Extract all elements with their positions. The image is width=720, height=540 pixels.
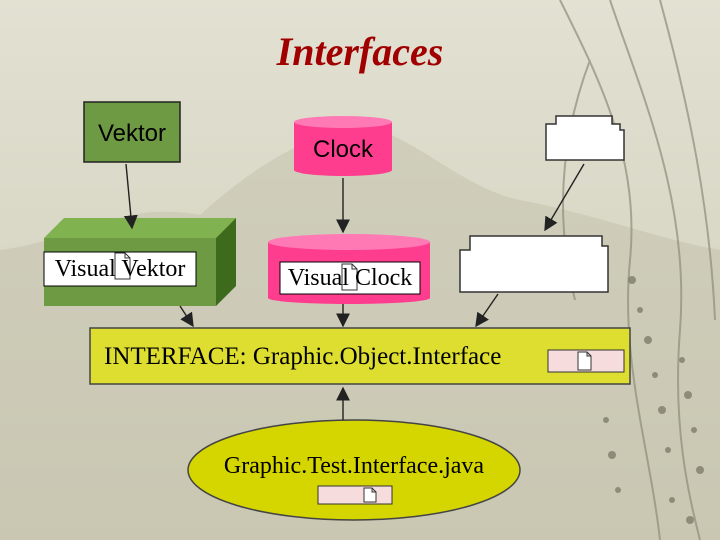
vektor-label: Vektor <box>97 120 167 147</box>
clock-cylinder-base <box>294 164 392 176</box>
test-ellipse <box>187 419 521 521</box>
arrow-middle-right-to-interface <box>475 293 499 328</box>
arrow-top-right-to-middle-right <box>544 163 585 232</box>
test-document-icon <box>363 487 377 503</box>
clock-cylinder-body <box>294 122 392 170</box>
test-label: Graphic.Test.Interface.java <box>223 453 485 479</box>
blank-component-middle-right <box>459 235 609 293</box>
clock-label: Clock <box>312 136 373 163</box>
interface-document-icon <box>577 351 592 371</box>
blank-component-top-right <box>545 115 625 161</box>
arrow-visual-vektor-to-interface <box>179 305 194 328</box>
vektor-box <box>83 101 181 163</box>
interface-box <box>89 327 631 385</box>
visual-vektor-box-top <box>44 218 236 238</box>
slide-title: Interfaces <box>276 29 444 74</box>
background-willow-buds <box>603 276 704 524</box>
visual-clock-document-icon <box>341 263 358 291</box>
visual-vektor-box-side <box>216 218 236 306</box>
visual-vektor-document-icon <box>114 252 131 280</box>
clock-cylinder-top <box>294 116 392 128</box>
test-file-box <box>317 485 393 505</box>
visual-clock-label: Visual Clock <box>287 265 413 291</box>
visual-vektor-label: Visual Vektor <box>54 256 186 282</box>
interface-label: INTERFACE: Graphic.Object.Interface <box>104 343 502 370</box>
visual-clock-cylinder-top <box>268 234 430 250</box>
visual-clock-cylinder-base <box>268 292 430 304</box>
arrow-vektor-to-visual-vektor <box>123 163 138 230</box>
